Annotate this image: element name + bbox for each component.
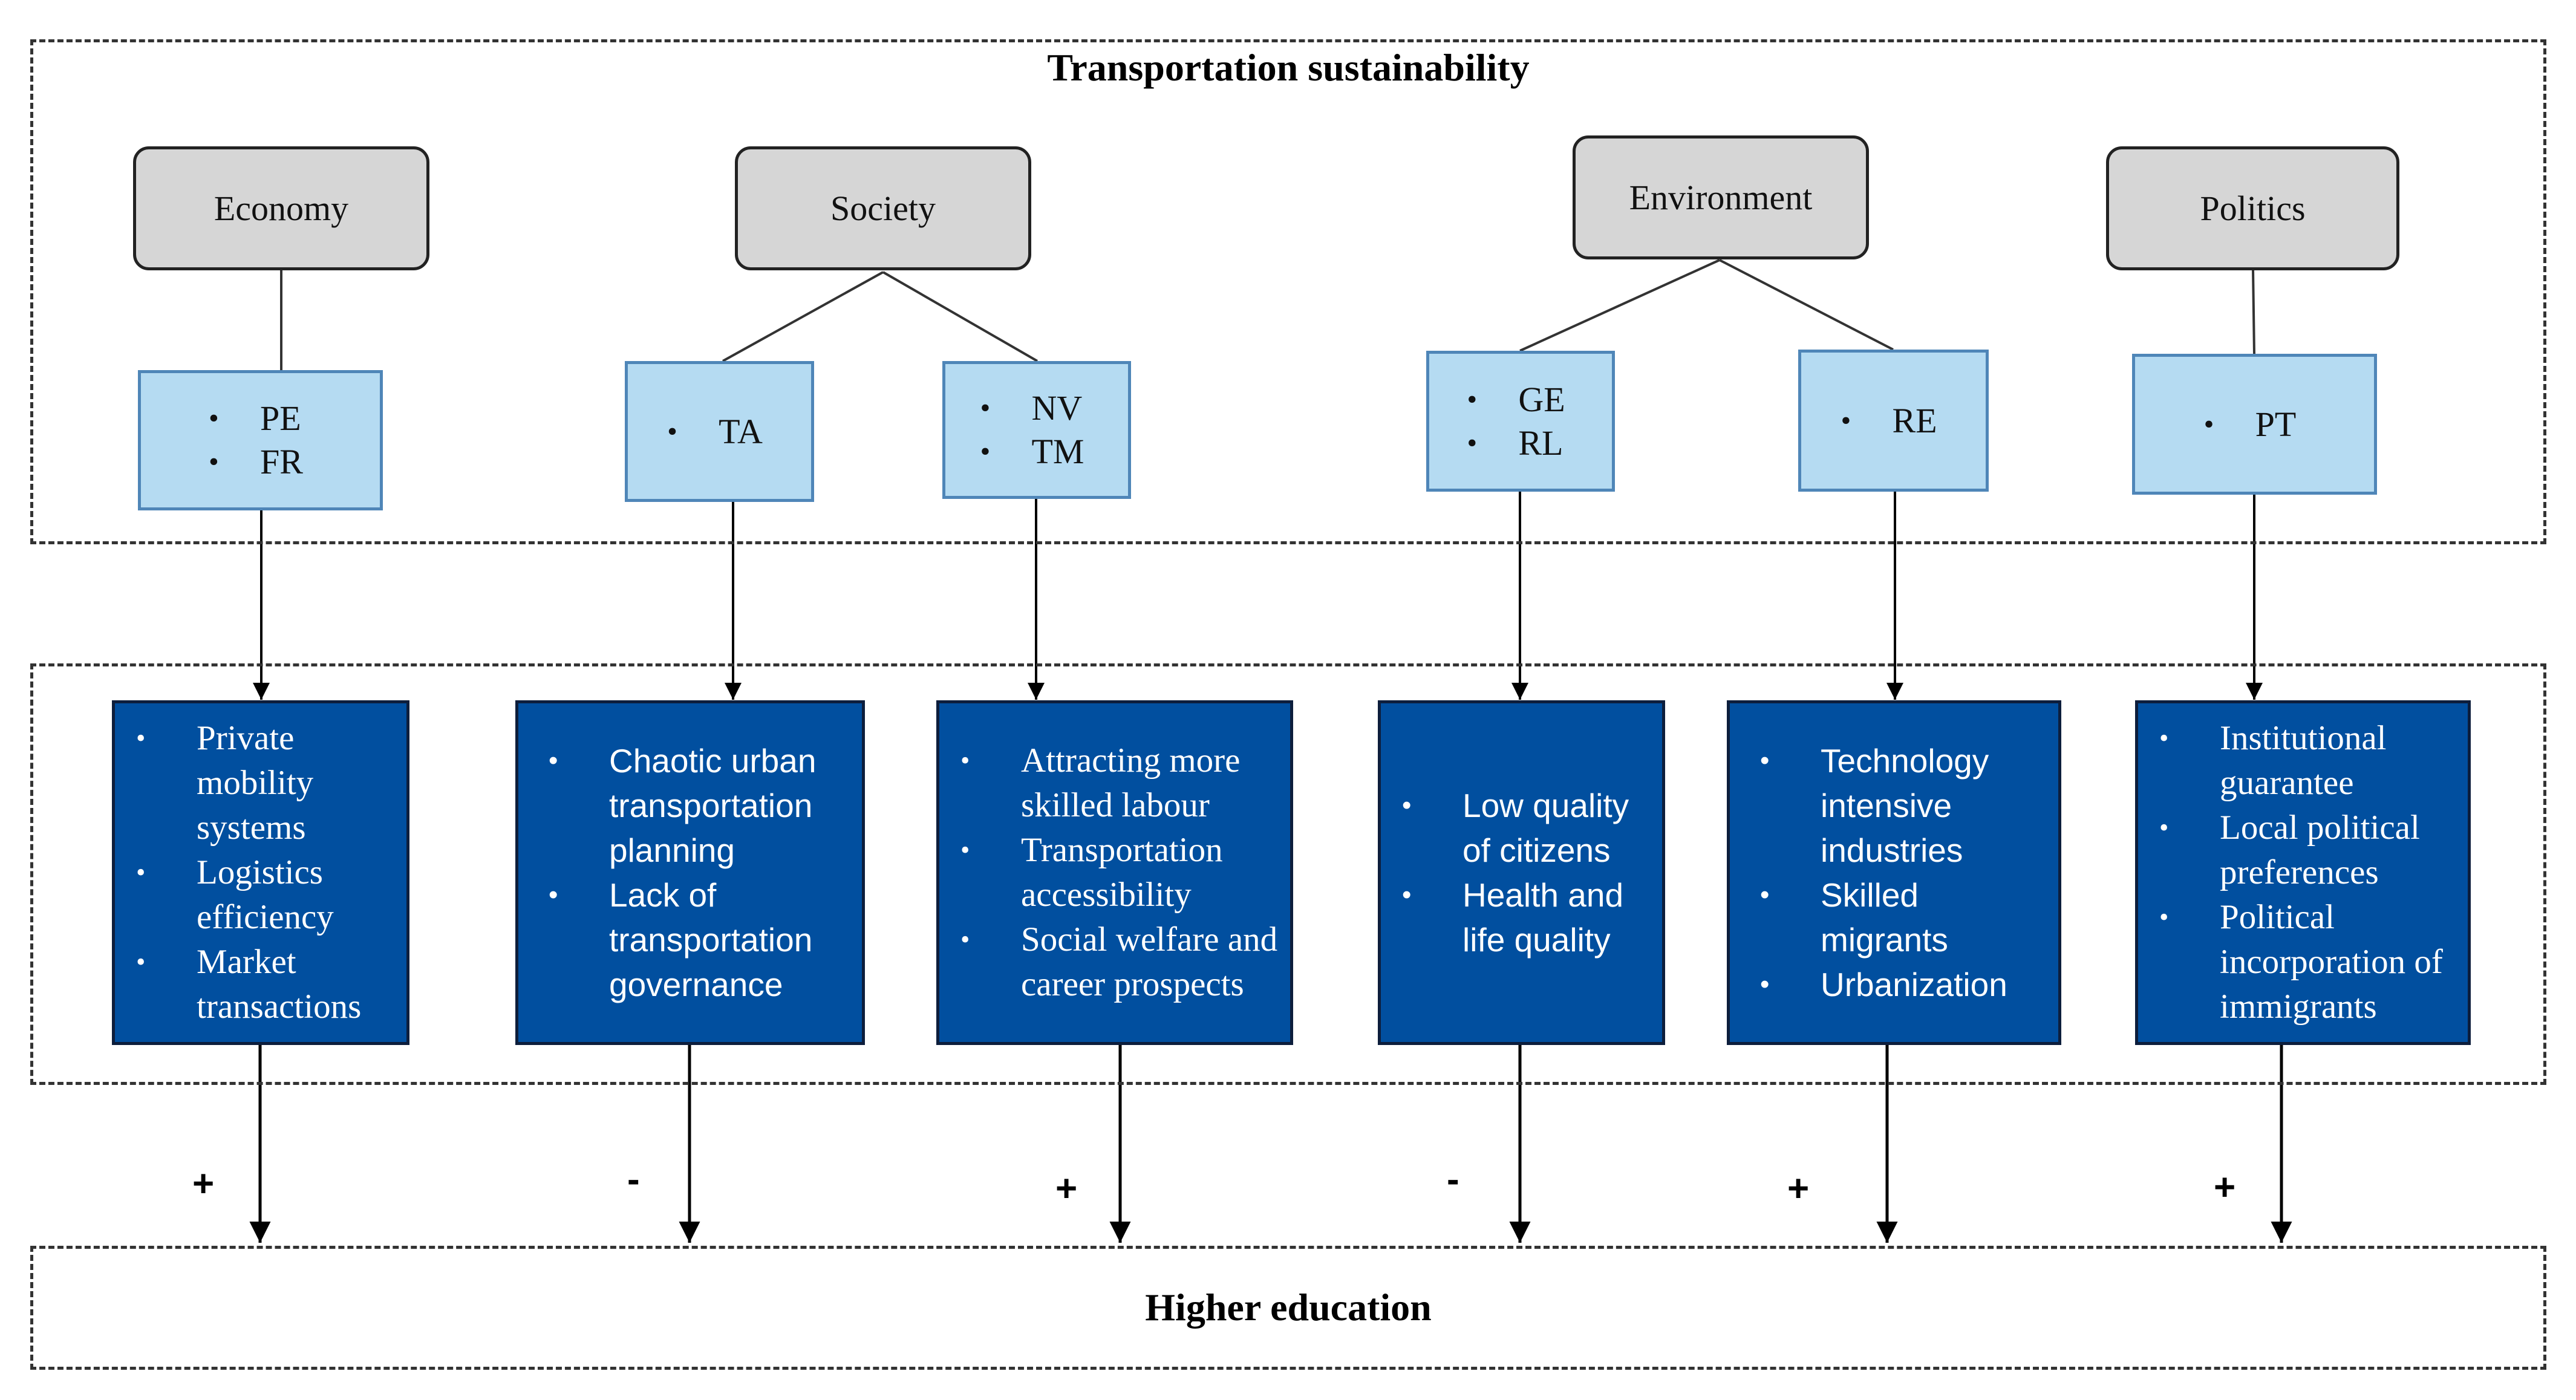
factor-attracting-skilled-labour: Attracting more skilled labour bbox=[960, 738, 1284, 828]
dimension-environment: Environment bbox=[1573, 135, 1869, 259]
factor-institutional-guarantee: Institutional guarantee bbox=[2159, 716, 2462, 806]
factor-health-life-quality: Health and life quality bbox=[1402, 873, 1656, 962]
code-box-ge-rl: GE RL bbox=[1426, 351, 1615, 492]
factor-chaotic-urban-planning: Chaotic urban transportation planning bbox=[549, 738, 856, 873]
code-ge: GE bbox=[1467, 378, 1565, 422]
code-nv: NV bbox=[980, 386, 1084, 430]
factor-technology-industries: Technology intensive industries bbox=[1760, 738, 2052, 873]
dimension-politics: Politics bbox=[2106, 146, 2399, 270]
connector-environment-re bbox=[1719, 259, 1894, 351]
factor-box-society-ta: Chaotic urban transportation planning La… bbox=[515, 700, 865, 1045]
code-ta: TA bbox=[668, 410, 763, 454]
factor-market-transactions: Market transactions bbox=[136, 940, 400, 1029]
factor-lack-of-governance: Lack of transportation governance bbox=[549, 873, 856, 1007]
transportation-sustainability-frame bbox=[30, 39, 2546, 544]
code-box-nv-tm: NV TM bbox=[942, 361, 1131, 499]
code-box-re: RE bbox=[1798, 350, 1989, 492]
code-box-ta: TA bbox=[625, 361, 814, 502]
factor-political-incorporation: Political incorporation of immigrants bbox=[2159, 895, 2462, 1029]
effect-sign-4: - bbox=[1447, 1159, 1459, 1200]
dimension-economy: Economy bbox=[133, 146, 429, 270]
code-re: RE bbox=[1841, 399, 1937, 443]
higher-education-title: Higher education bbox=[1145, 1286, 1432, 1329]
factor-local-political-preferences: Local political preferences bbox=[2159, 806, 2462, 895]
code-pt: PT bbox=[2204, 403, 2296, 446]
effect-sign-6: + bbox=[2214, 1167, 2236, 1208]
connector-politics-pt bbox=[2252, 269, 2255, 354]
factor-urbanization: Urbanization bbox=[1760, 962, 2052, 1007]
code-tm: TM bbox=[980, 430, 1084, 474]
effect-sign-2: - bbox=[627, 1159, 640, 1200]
factor-box-environment-re: Technology intensive industries Skilled … bbox=[1727, 700, 2061, 1045]
factor-skilled-migrants: Skilled migrants bbox=[1760, 873, 2052, 962]
factor-low-quality-citizens: Low quality of citizens bbox=[1402, 783, 1656, 873]
factors-frame bbox=[30, 663, 2546, 1085]
factor-logistics-efficiency: Logistics efficiency bbox=[136, 850, 400, 940]
factor-box-economy: Private mobility systems Logistics effic… bbox=[112, 700, 409, 1045]
transportation-sustainability-title: Transportation sustainability bbox=[1047, 46, 1530, 89]
connector-environment-ge bbox=[1519, 259, 1720, 352]
factor-box-politics: Institutional guarantee Local political … bbox=[2135, 700, 2471, 1045]
code-box-economy: PE FR bbox=[138, 370, 383, 510]
factor-box-society-nv: Attracting more skilled labour Transport… bbox=[936, 700, 1293, 1045]
connector-society-ta bbox=[722, 271, 884, 362]
effect-sign-3: + bbox=[1055, 1168, 1078, 1210]
code-pe: PE bbox=[209, 397, 303, 440]
factor-private-mobility-systems: Private mobility systems bbox=[136, 716, 400, 850]
higher-education-frame bbox=[30, 1246, 2546, 1370]
factor-box-environment-ge: Low quality of citizens Health and life … bbox=[1378, 700, 1665, 1045]
factor-social-welfare: Social welfare and career prospects bbox=[960, 917, 1284, 1007]
code-rl: RL bbox=[1467, 422, 1565, 465]
code-box-pt: PT bbox=[2132, 354, 2377, 495]
connector-society-nv bbox=[882, 271, 1038, 362]
dimension-society: Society bbox=[735, 146, 1031, 270]
factor-transportation-accessibility: Transportation accessibility bbox=[960, 828, 1284, 917]
code-fr: FR bbox=[209, 440, 303, 484]
effect-sign-5: + bbox=[1787, 1168, 1810, 1210]
effect-sign-1: + bbox=[192, 1163, 215, 1205]
